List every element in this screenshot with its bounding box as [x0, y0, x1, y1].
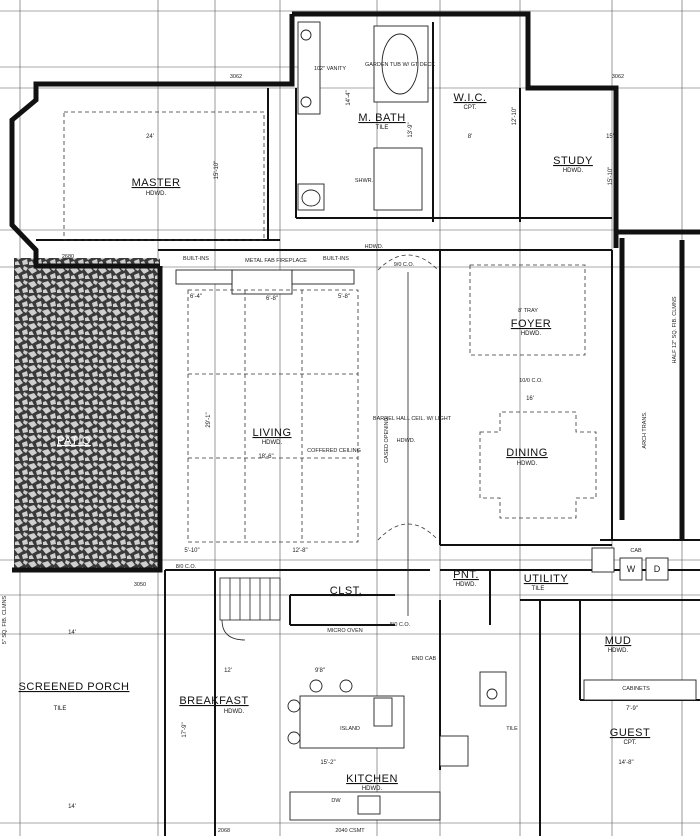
dim-wic-b: 12'-10" [512, 107, 518, 126]
room-breakfast: BREAKFAST [179, 695, 248, 707]
room-kitchen-floor: HDWD. [362, 786, 383, 792]
note-w: W [627, 564, 636, 574]
note-tray: 8' TRAY [518, 308, 538, 314]
room-mbath: M. BATH [358, 112, 405, 124]
room-master-floor: HDWD. [146, 191, 167, 197]
ceiling-outlines [63, 111, 597, 616]
note-micro-oven: MICRO OVEN [327, 628, 362, 634]
note-hdwd: HDWD. [365, 244, 384, 250]
dimensions: 24' 15'-10" 15' 15'-10" 6'-4" 6'-8" 5'-8… [68, 90, 638, 810]
room-pantry-floor: HDWD. [456, 582, 477, 588]
note-end-cab: END CAB [412, 656, 437, 662]
note-vanity: 102" VANITY [314, 66, 346, 72]
room-foyer: FOYER [511, 318, 551, 330]
note-co-8b: 8/0 C.O. [390, 622, 411, 628]
room-breakfast-floor: HDWD. [224, 709, 245, 715]
note-cabinets: CABINETS [622, 686, 650, 692]
annotations: GARDEN TUB W/ GT DECK 102" VANITY SHWR. … [2, 62, 678, 834]
note-barrel: BARREL HALL CEIL. W/ LIGHT [373, 416, 452, 422]
dim-liv-d: 29'-1" [206, 412, 212, 427]
room-living: LIVING [252, 427, 291, 439]
note-door-2048: 2040 CSMT [335, 828, 365, 834]
note-arch-trans: ARCH TRANS. [642, 411, 648, 449]
room-mbath-floor: TILE [376, 125, 389, 131]
dim-din-w: 16' [526, 396, 534, 402]
dim-porch-a: 14' [68, 630, 76, 636]
room-living-floor: HDWD. [262, 440, 283, 446]
room-dining: DINING [506, 447, 548, 459]
note-coffered: COFFERED CEILING [307, 448, 361, 454]
dim-porch-b: 14' [68, 804, 76, 810]
room-guest: GUEST [610, 727, 650, 739]
room-kitchen: KITCHEN [346, 773, 398, 785]
dim-liv-f: 12'-8" [292, 548, 307, 554]
note-screened-clmns: 5" SQ. FIB. CLMNS [2, 595, 8, 644]
room-labels: MASTER HDWD. M. BATH TILE W.I.C. CPT. ST… [19, 92, 650, 792]
note-shower: SHWR. [355, 178, 374, 184]
room-foyer-floor: HDWD. [521, 331, 542, 337]
dim-liv-a: 6'-4" [190, 294, 202, 300]
room-wic-floor: CPT. [463, 105, 476, 111]
dim-study-d: 15'-10" [608, 167, 614, 186]
note-door-3062a: 3062 [230, 74, 242, 80]
room-utility-floor: TILE [532, 586, 545, 592]
note-co-8a: 8/0 C.O. [176, 564, 197, 570]
room-dining-floor: HDWD. [517, 461, 538, 467]
note-garden-tub: GARDEN TUB W/ GT DECK [365, 62, 435, 68]
dim-study-w: 15' [606, 134, 614, 140]
room-wic: W.I.C. [454, 92, 487, 104]
dim-brk-b: 9'8" [315, 668, 325, 674]
note-cab: CAB [630, 548, 642, 554]
note-island: ISLAND [340, 726, 360, 732]
room-closet: CLST. [330, 585, 362, 597]
note-cased-opening: CASED OPENING [384, 417, 390, 463]
note-co-9: 9/0 C.O. [394, 262, 415, 268]
dim-brk-a: 12' [224, 668, 232, 674]
note-dw: DW [331, 798, 341, 804]
room-screened-porch: SCREENED PORCH [19, 681, 130, 693]
note-door-3050: 3050 [134, 582, 146, 588]
dim-guest-b: 7'-9" [626, 706, 638, 712]
room-utility: UTILITY [524, 573, 569, 585]
note-d: D [654, 564, 661, 574]
dim-master-w: 24' [146, 134, 154, 140]
dim-liv-c: 5'-8" [338, 294, 350, 300]
note-fireplace: METAL FAB FIREPLACE [245, 258, 307, 264]
note-door-2680: 2680 [62, 254, 74, 260]
dim-bath-b: 14'-4" [346, 90, 352, 105]
dim-brk-c: 17'-9" [182, 722, 188, 737]
room-mud-floor: HDWD. [608, 648, 629, 654]
note-half-col: HALF 12" SQ. FIB. CLMNS [672, 296, 678, 363]
staircase [219, 577, 281, 641]
room-study: STUDY [553, 155, 593, 167]
room-mud: MUD [605, 635, 632, 647]
dim-master-d: 15'-10" [214, 161, 220, 180]
note-co-10: 10/0 C.O. [519, 378, 543, 384]
fixtures [175, 21, 697, 821]
room-pantry: PNT. [453, 569, 479, 581]
room-master: MASTER [132, 177, 181, 189]
dim-liv-e: 5'-10" [184, 548, 199, 554]
exterior-walls [9, 11, 700, 573]
patio-stone-area [14, 258, 160, 570]
room-patio: PATIO [57, 435, 91, 447]
note-built-in-left: BUILT-INS [183, 256, 209, 262]
dim-kit-a: 15'-2" [320, 760, 335, 766]
room-guest-floor: CPT. [623, 740, 636, 746]
dim-guest-a: 14'-8" [618, 760, 633, 766]
dim-liv-b: 6'-8" [266, 296, 278, 302]
room-study-floor: HDWD. [563, 168, 584, 174]
note-door-3062b: 3062 [612, 74, 624, 80]
note-built-in-right: BUILT-INS [323, 256, 349, 262]
room-living-size: 18'-6" [258, 454, 273, 460]
dim-bath-a: 13'-9" [408, 122, 414, 137]
dim-wic-a: 8' [468, 134, 472, 140]
room-screened-porch-floor: TILE [54, 706, 67, 712]
note-tile: TILE [506, 726, 518, 732]
note-hdwd2: HDWD. [397, 438, 416, 444]
note-door-2068: 2068 [218, 828, 230, 834]
